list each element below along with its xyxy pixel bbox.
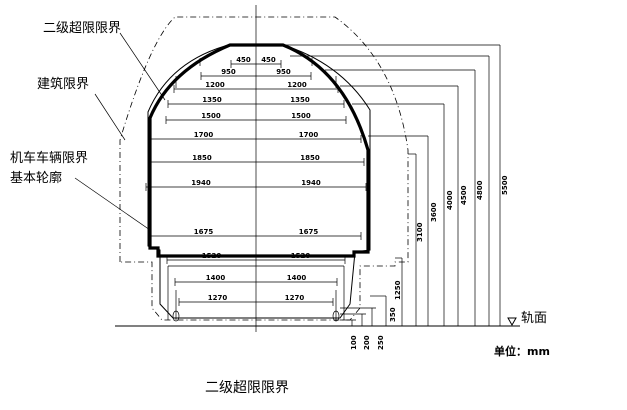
- vehicle-basic-outline: [148, 43, 370, 258]
- dimension-label-right: 1200: [287, 81, 307, 89]
- dimension-label-left: 1850: [192, 154, 212, 162]
- dimension-label-right: 1675: [299, 228, 319, 236]
- level2-clearance-outline: [119, 16, 409, 321]
- dimension-label-right: 950: [276, 68, 291, 76]
- dimension-label-right: 1520: [291, 252, 311, 260]
- vdim-4500: 4500: [460, 185, 468, 205]
- vdim-4800: 4800: [476, 180, 484, 200]
- dimension-label-right: 1850: [300, 154, 320, 162]
- leader-building: [94, 93, 126, 141]
- wheel-left: [172, 310, 180, 322]
- label-building-clearance: 建筑限界: [37, 76, 89, 92]
- vertical-dimension-lines: [284, 44, 501, 326]
- unit-label: 单位：mm: [494, 344, 550, 358]
- lower-frame-inner: [175, 290, 337, 320]
- dimension-label-right: 1270: [285, 294, 305, 302]
- dimension-label-left: 1350: [202, 96, 222, 104]
- dimension-label-left: 1700: [194, 131, 214, 139]
- vdim-100: 100: [350, 335, 358, 350]
- label-loco-clearance-2: 基本轮廓: [10, 170, 62, 186]
- dimension-label-left: 450: [236, 56, 251, 64]
- dimension-label-right: 1700: [299, 131, 319, 139]
- vdim-5500: 5500: [501, 175, 509, 195]
- dimension-label-left: 1500: [201, 112, 221, 120]
- dimension-label-left: 950: [221, 68, 236, 76]
- label-loco-clearance-1: 机车车辆限界: [10, 150, 88, 166]
- diagram-caption: 二级超限限界: [205, 380, 289, 396]
- rail-surface-symbol: [507, 317, 517, 327]
- dimension-label-left: 1400: [206, 274, 226, 282]
- label-level2-clearance: 二级超限限界: [43, 21, 121, 36]
- dimension-label-left: 1200: [205, 81, 225, 89]
- rail-surface-label: 轨面: [521, 311, 547, 326]
- wheel-right: [332, 310, 340, 322]
- dimension-label-left: 1270: [208, 294, 228, 302]
- vdim-250: 250: [377, 335, 385, 350]
- dimension-label-right: 1500: [291, 112, 311, 120]
- dimension-label-left: 1520: [202, 252, 222, 260]
- dimension-label-right: 1400: [287, 274, 307, 282]
- vdim-3600: 3600: [430, 202, 438, 222]
- vdim-350: 350: [389, 307, 397, 322]
- vdim-3100: 3100: [416, 222, 424, 242]
- leader-level2: [119, 32, 166, 101]
- vdim-200: 200: [363, 335, 371, 350]
- leader-loco: [74, 177, 151, 231]
- dimension-label-right: 1940: [301, 179, 321, 187]
- dimension-label-left: 1940: [191, 179, 211, 187]
- dimension-label-right: 450: [261, 56, 276, 64]
- dimension-label-right: 1350: [290, 96, 310, 104]
- vdim-1250: 1250: [394, 280, 402, 300]
- lower-frame: [167, 265, 345, 320]
- rail-ticks: [340, 307, 376, 321]
- dimension-label-left: 1675: [194, 228, 214, 236]
- vdim-4000: 4000: [446, 190, 454, 210]
